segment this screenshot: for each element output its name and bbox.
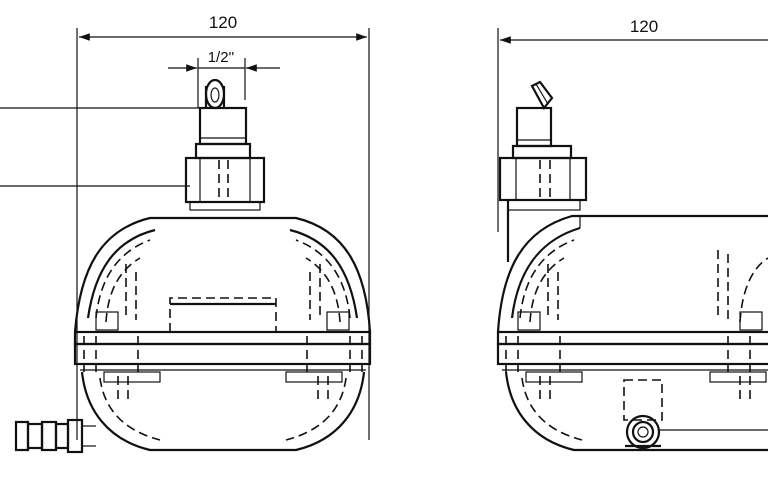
top-fitting <box>184 78 266 211</box>
upper-dome-side <box>496 214 768 333</box>
top-fitting-side <box>498 80 588 262</box>
width-dimension-side: 120 <box>497 17 768 232</box>
side-view: 120 <box>496 17 768 452</box>
width-dimension-front: 120 <box>76 13 370 440</box>
thread-label: 1/2'' <box>208 49 235 66</box>
flange-front <box>73 330 372 372</box>
flange-side <box>496 330 768 372</box>
thread-dimension: 1/2'' <box>168 49 280 108</box>
lower-dome-front <box>80 371 366 452</box>
upper-dome-front <box>73 216 372 333</box>
front-view: 120 1/2'' <box>0 13 372 454</box>
width-label-side: 120 <box>630 17 658 36</box>
width-label-front: 120 <box>209 13 237 32</box>
drain-outlet <box>625 414 661 450</box>
lower-dome-side <box>504 371 768 452</box>
hose-barb <box>14 418 96 454</box>
